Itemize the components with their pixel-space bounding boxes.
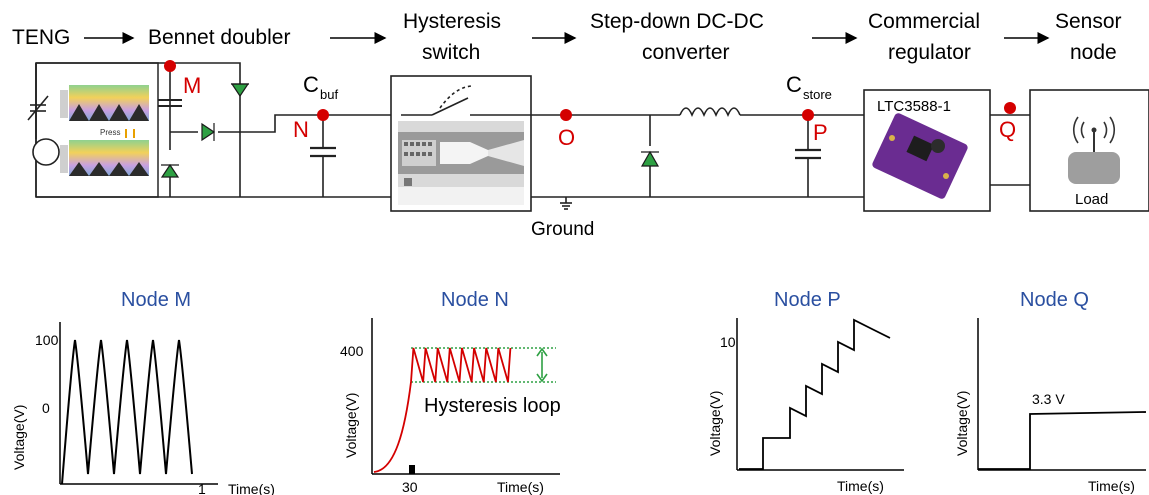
cstore-label-sub: store <box>803 87 832 102</box>
node-dot-o <box>560 109 572 121</box>
ylabel-m: Voltage(V) <box>11 405 27 470</box>
node-dot-p <box>802 109 814 121</box>
plot-title-q: Node Q <box>1020 289 1089 311</box>
xtick-1: 1 <box>198 481 206 495</box>
label-sensor-1: Sensor <box>1055 10 1122 33</box>
ylabel-q: Voltage(V) <box>954 391 970 456</box>
switch-micrograph <box>398 121 524 205</box>
plot-node-q: Node Q Time(s) Voltage(V) 3.3 V <box>954 289 1147 494</box>
node-m-curve <box>61 339 193 485</box>
label-bennet-doubler: Bennet doubler <box>148 26 290 49</box>
voltage-source-icon <box>32 138 60 166</box>
xtick-marker <box>409 465 415 474</box>
cbuf-label-sub: buf <box>320 87 338 102</box>
node-label-m: M <box>183 73 201 98</box>
xlabel-q: Time(s) <box>1088 478 1135 494</box>
plot-title-m: Node M <box>121 289 191 311</box>
label-commercial-2: regulator <box>888 41 971 64</box>
teng-block <box>35 62 159 198</box>
cstore-label-main: C <box>786 72 802 97</box>
label-hysteresis-2: switch <box>422 41 480 64</box>
hysteresis-loop-label: Hysteresis loop <box>424 395 561 417</box>
label-stepdown-2: converter <box>642 41 730 64</box>
teng-device-illustration <box>60 85 149 176</box>
diode-icon <box>230 83 250 98</box>
xlabel-m: Time(s) <box>228 481 275 495</box>
node-dot-n <box>317 109 329 121</box>
label-stepdown-1: Step-down DC-DC <box>590 10 764 33</box>
circuit: Press <box>27 62 1149 212</box>
label-sensor-2: node <box>1070 41 1117 64</box>
xlabel-p: Time(s) <box>837 478 884 494</box>
press-label: Press <box>100 128 120 137</box>
cbuf-label-main: C <box>303 72 319 97</box>
diode-icon <box>640 150 660 167</box>
ytick-100: 100 <box>35 332 59 348</box>
diodes <box>158 83 660 178</box>
inductor-icon <box>679 107 741 118</box>
ytick-10: 10 <box>720 334 736 350</box>
node-labels: M N O P Q <box>183 73 1016 150</box>
ytick-400: 400 <box>340 343 364 359</box>
ltc3588-module <box>872 113 968 199</box>
node-label-o: O <box>558 125 575 150</box>
label-hysteresis-1: Hysteresis <box>403 10 501 33</box>
diode-icon <box>160 163 180 178</box>
node-label-p: P <box>813 120 828 145</box>
plot-node-p: Node P 10 Time(s) Voltage(V) <box>707 289 904 494</box>
node-label-q: Q <box>999 117 1016 142</box>
diode-icon <box>201 122 216 142</box>
node-n-curve <box>373 347 512 473</box>
node-dot-q <box>1004 102 1016 114</box>
sensor-node-box <box>1029 89 1149 212</box>
plot-title-n: Node N <box>441 289 509 311</box>
node-p-curve <box>739 318 891 470</box>
xtick-30: 30 <box>402 479 418 495</box>
plot-node-m: Node M 100 0 1 Time(s) Voltage(V) <box>11 289 275 495</box>
level-3v3-label: 3.3 V <box>1032 391 1065 407</box>
ylabel-n: Voltage(V) <box>343 393 359 458</box>
plot-node-n: Node N 400 30 Time(s) Voltage(V) Hystere… <box>340 289 561 495</box>
label-teng: TENG <box>12 26 70 49</box>
ylabel-p: Voltage(V) <box>707 391 723 456</box>
label-commercial-1: Commercial <box>868 10 980 33</box>
xlabel-n: Time(s) <box>497 479 544 495</box>
plot-title-p: Node P <box>774 289 841 311</box>
load-label: Load <box>1075 191 1108 208</box>
ytick-0: 0 <box>42 400 50 416</box>
node-q-curve <box>978 411 1147 470</box>
ground-label: Ground <box>531 219 594 240</box>
node-label-n: N <box>293 117 309 142</box>
chip-label: LTC3588-1 <box>877 98 951 115</box>
node-dot-m <box>164 60 176 72</box>
wireless-sensor-icon <box>1068 116 1120 184</box>
node-dots <box>164 60 1016 121</box>
stage-headers: TENG Bennet doubler Hysteresis switch St… <box>12 10 1122 64</box>
